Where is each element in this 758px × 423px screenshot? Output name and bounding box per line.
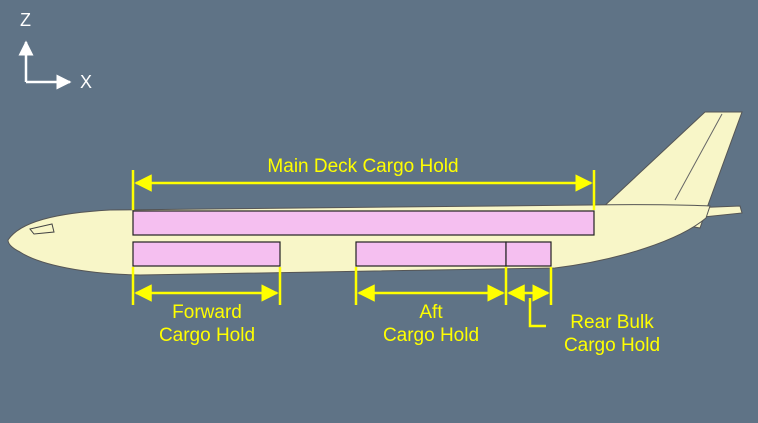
rear-bulk-label-line2: Cargo Hold <box>564 335 660 356</box>
forward-hold <box>132 241 281 267</box>
aft-label-line1: Aft <box>419 302 443 323</box>
aft-label-line2: Cargo Hold <box>383 325 479 346</box>
aft-dimension <box>354 267 508 305</box>
cockpit-window <box>29 223 55 235</box>
cargo-holds <box>132 210 595 267</box>
main-deck-hold <box>132 210 595 236</box>
forward-label-line2: Cargo Hold <box>159 325 255 346</box>
axis-indicator: Z X <box>18 10 92 92</box>
rear-bulk-leader <box>528 298 546 328</box>
forward-label-line1: Forward <box>172 302 242 323</box>
rear-bulk-hold <box>505 241 552 267</box>
aft-hold <box>355 241 507 267</box>
x-axis-label: X <box>80 72 92 92</box>
z-axis-label: Z <box>20 10 31 30</box>
forward-dimension <box>131 267 282 305</box>
rear-bulk-label-line1: Rear Bulk <box>570 312 654 333</box>
main-deck-label: Main Deck Cargo Hold <box>267 156 458 177</box>
rear-bulk-dimension <box>507 267 553 328</box>
tail-fin-edge <box>674 113 723 201</box>
main-deck-dimension <box>131 170 596 210</box>
